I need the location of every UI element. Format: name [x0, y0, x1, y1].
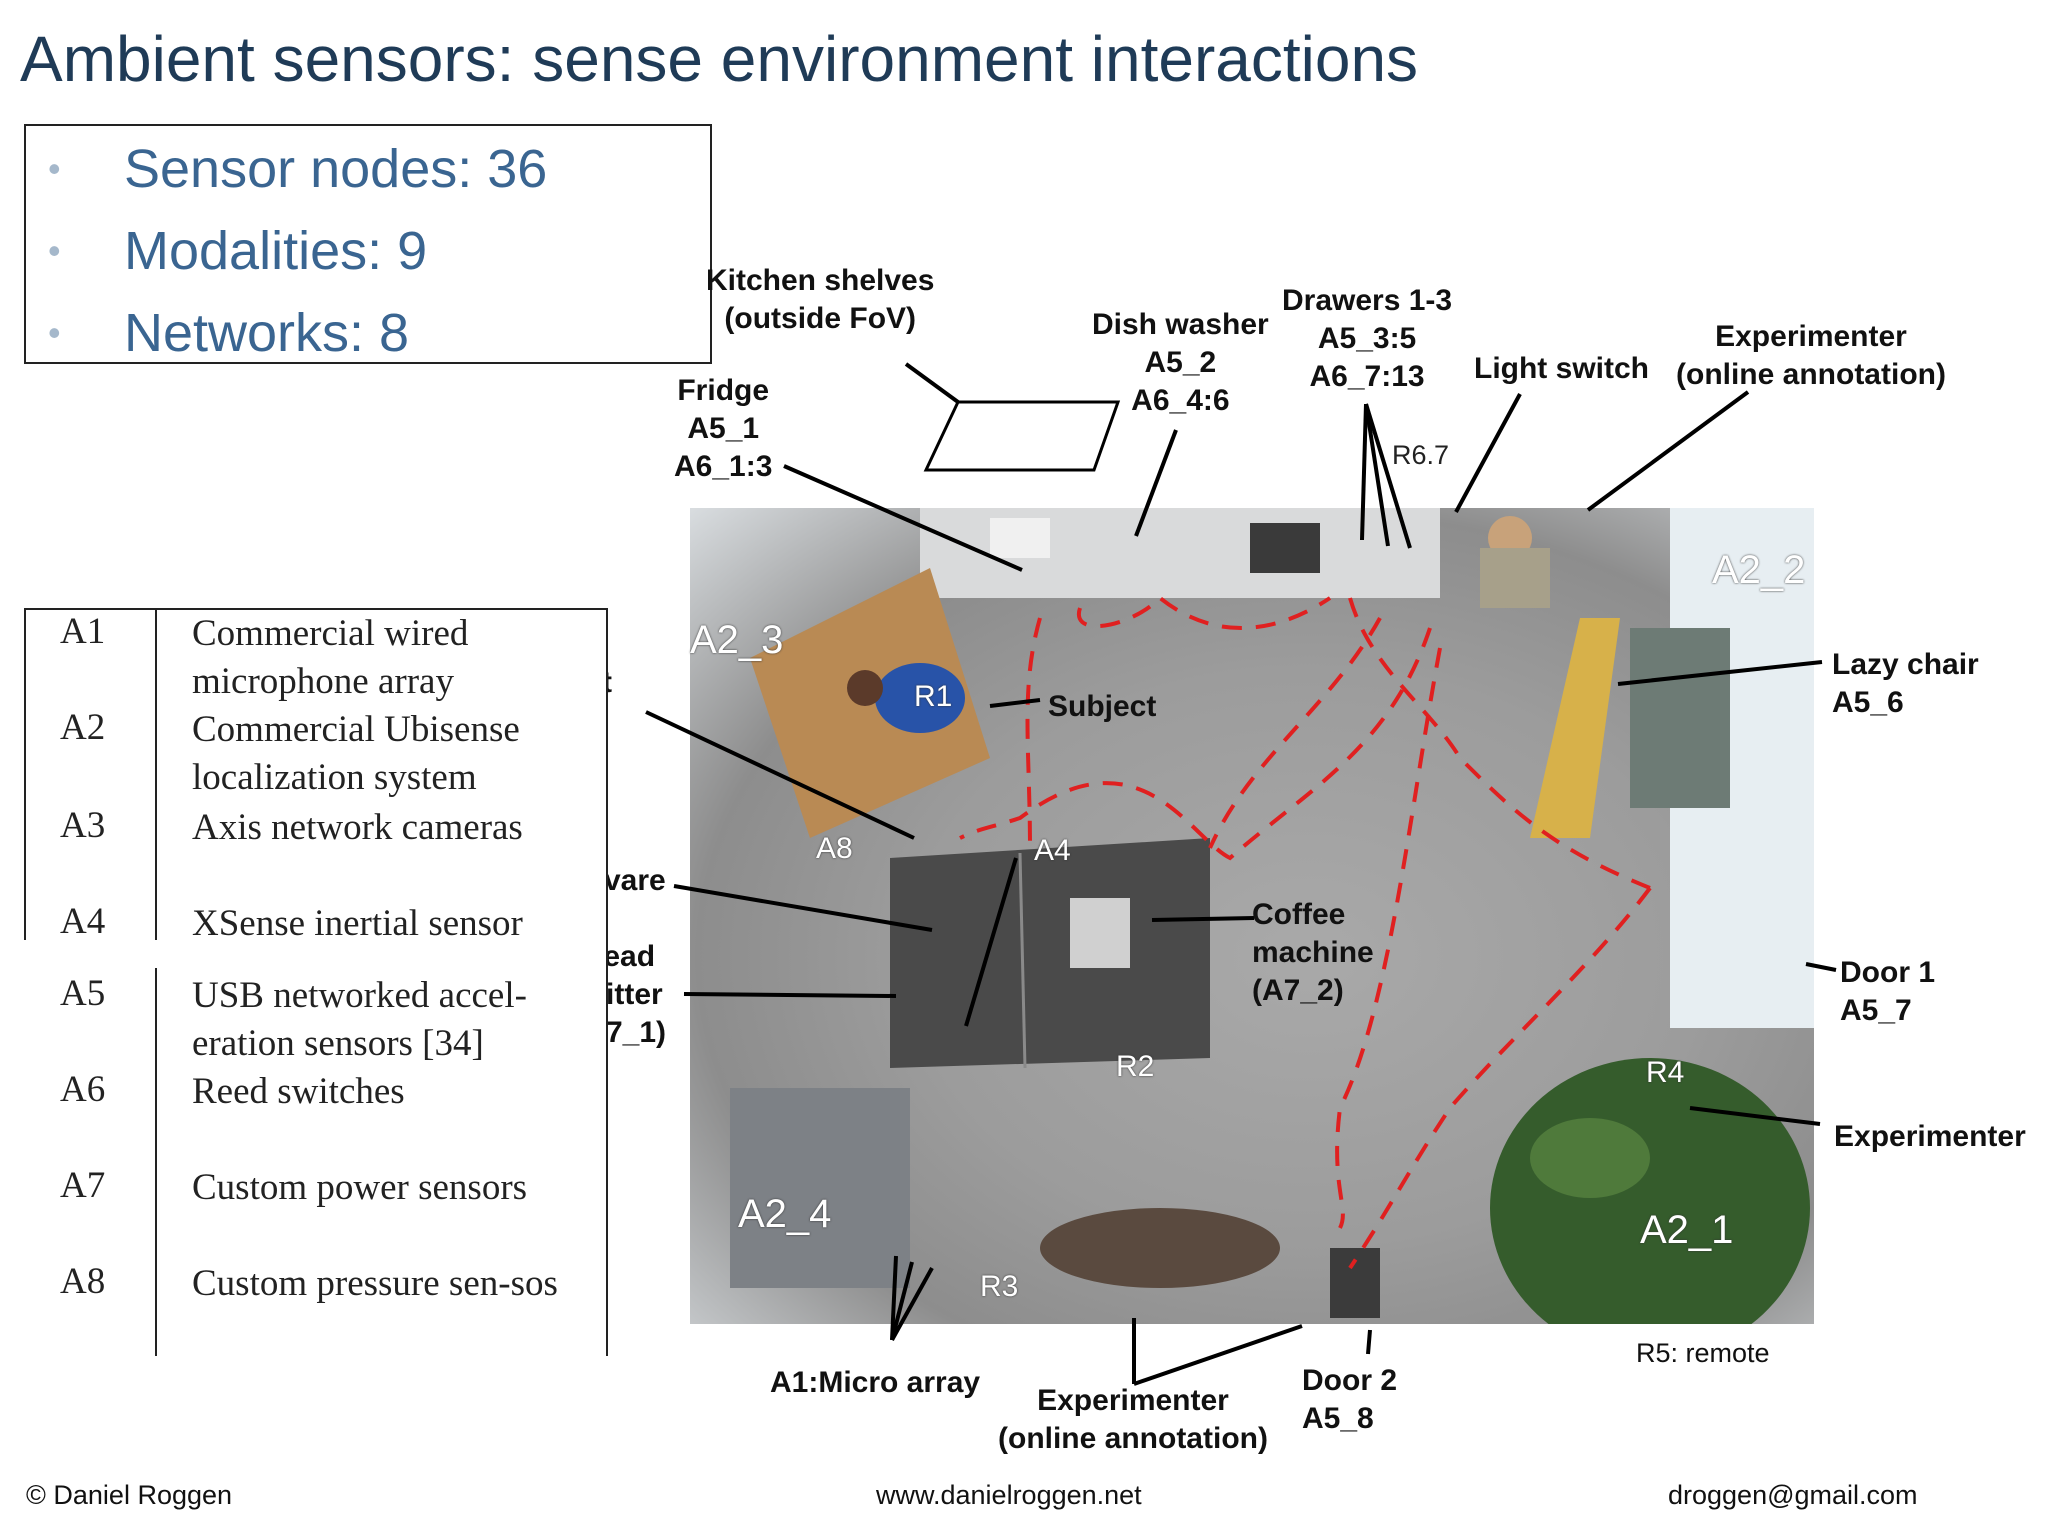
- slide-title: Ambient sensors: sense environment inter…: [20, 23, 1419, 95]
- bullet-dot-icon: •: [48, 312, 61, 353]
- photo-label-r1: R1: [914, 680, 953, 713]
- legend-code: A4: [60, 901, 106, 942]
- label-experimenter-online-bottom: Experimenter (online annotation): [998, 1384, 1268, 1455]
- legend-desc: Commercial Ubisense localization system: [192, 709, 520, 798]
- legend-code: A3: [60, 805, 106, 846]
- bullet-item: • Modalities: 9: [26, 212, 710, 292]
- label-drawers: Drawers 1-3 A5_3:5 A6_7:13: [1282, 284, 1453, 393]
- sensor-legend-table: A1 Commercial wired microphone array A2 …: [24, 608, 608, 1356]
- footer-copyright: © Daniel Roggen: [26, 1480, 233, 1510]
- legend-desc: Reed switches: [192, 1071, 405, 1112]
- legend-code: A2: [60, 707, 106, 748]
- photo-label-a2-4: A2_4: [738, 1192, 832, 1236]
- label-coffee-machine: Coffee machine (A7_2): [1252, 898, 1374, 1007]
- bullet-text: Modalities: 9: [124, 221, 428, 281]
- legend-code: A8: [60, 1261, 106, 1302]
- legend-code: A6: [60, 1069, 106, 1110]
- legend-code: A5: [60, 973, 106, 1014]
- photo-label-a2-2: A2_2: [1712, 548, 1806, 592]
- legend-table-borders: [24, 608, 608, 1356]
- photo-label-r4: R4: [1646, 1056, 1685, 1089]
- photo-label-a4: A4: [1034, 834, 1071, 867]
- label-door-1: Door 1 A5_7: [1840, 956, 1936, 1027]
- legend-desc: XSense inertial sensor: [192, 903, 523, 944]
- photo-label-r6-7: R6.7: [1392, 440, 1450, 470]
- label-fridge: Fridge A5_1 A6_1:3: [674, 374, 773, 483]
- legend-desc: Custom pressure sen-sos: [192, 1263, 558, 1304]
- label-subject: Subject: [1048, 690, 1157, 723]
- label-kitchen-shelves: Kitchen shelves (outside FoV): [706, 264, 935, 335]
- kitchen-overhead-photo: [690, 508, 1814, 1324]
- photo-label-a2-1: A2_1: [1640, 1208, 1734, 1252]
- bullet-box: • Sensor nodes: 36 • Modalities: 9 • Net…: [24, 124, 712, 364]
- photo-label-r2: R2: [1116, 1050, 1155, 1083]
- label-r5-remote: R5: remote: [1636, 1338, 1770, 1368]
- label-light-switch: Light switch: [1474, 352, 1649, 385]
- legend-desc: Custom power sensors: [192, 1167, 528, 1208]
- label-dish-washer: Dish washer A5_2 A6_4:6: [1092, 308, 1269, 417]
- bullet-item: • Networks: 8: [26, 294, 710, 374]
- photo-label-a8: A8: [816, 832, 853, 865]
- legend-code: A7: [60, 1165, 106, 1206]
- bullet-text: Sensor nodes: 36: [124, 139, 548, 199]
- bullet-text: Networks: 8: [124, 303, 410, 363]
- legend-desc: Axis network cameras: [192, 807, 523, 848]
- label-lazy-chair: Lazy chair A5_6: [1832, 648, 1979, 719]
- photo-label-a2-3: A2_3: [690, 618, 784, 662]
- label-partial-ware: vare: [604, 864, 666, 897]
- legend-desc: USB networked accel-eration sensors [34]: [192, 975, 527, 1064]
- footer-website[interactable]: www.danielroggen.net: [876, 1480, 1142, 1510]
- label-experimenter-online-top: Experimenter (online annotation): [1676, 320, 1946, 391]
- kitchen-scene: [730, 508, 1814, 1324]
- label-experimenter-right: Experimenter: [1834, 1120, 2026, 1153]
- legend-code: A1: [60, 611, 106, 652]
- label-door-2: Door 2 A5_8: [1302, 1364, 1398, 1435]
- bullet-dot-icon: •: [48, 230, 61, 271]
- bullet-item: • Sensor nodes: 36: [26, 130, 710, 210]
- bullet-dot-icon: •: [48, 148, 61, 189]
- label-micro-array: A1:Micro array: [770, 1366, 981, 1399]
- legend-desc: Commercial wired microphone array: [192, 613, 469, 702]
- footer-email[interactable]: droggen@gmail.com: [1668, 1480, 1918, 1510]
- photo-label-r3: R3: [980, 1270, 1019, 1303]
